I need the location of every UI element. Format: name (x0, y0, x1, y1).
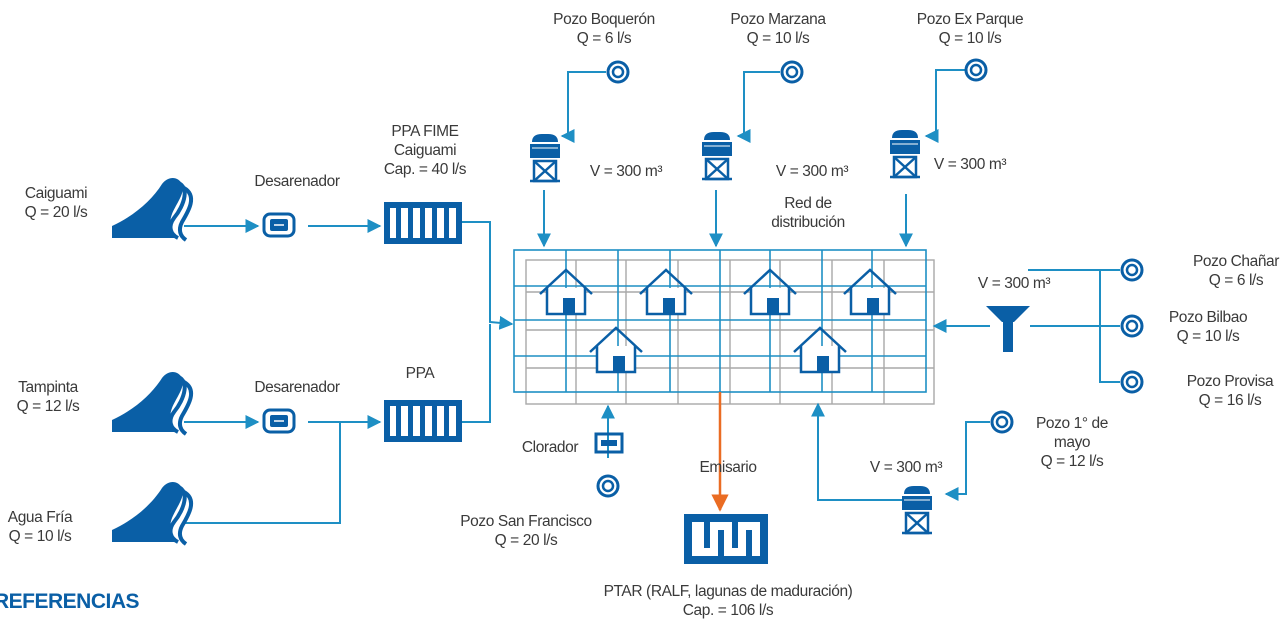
well-icon (1120, 314, 1144, 338)
desarenador-label-1: Desarenador (254, 173, 340, 190)
treatment-plant-icon (384, 202, 462, 244)
ppa-fime-label: PPA FIME Caiguami Cap. = 40 l/s (383, 123, 467, 178)
clorador-label: Clorador (521, 439, 579, 456)
ppa-label: PPA (405, 365, 435, 382)
river-icon (110, 176, 194, 242)
tank-volume-3: V = 300 m³ (933, 156, 1007, 173)
references-heading: REFERENCIAS (0, 590, 140, 613)
water-tower-icon (900, 484, 934, 535)
tank-volume-1: V = 300 m³ (589, 163, 663, 180)
treatment-plant-icon (384, 400, 462, 442)
river-icon (110, 480, 194, 546)
flow-lines (184, 69, 1120, 524)
emisario-label: Emisario (699, 459, 757, 476)
house-icon (842, 268, 898, 316)
chlorinator-icon (594, 432, 624, 454)
house-icon (792, 326, 848, 374)
well-icon (606, 60, 630, 84)
well-icon (780, 60, 804, 84)
tank-volume-2: V = 300 m³ (775, 163, 849, 180)
well-icon (596, 474, 620, 498)
desander-icon (262, 408, 296, 434)
house-icon (588, 326, 644, 374)
well-icon (964, 58, 988, 82)
well-icon (990, 410, 1014, 434)
desarenador-label-2: Desarenador (254, 379, 340, 396)
well-icon (1120, 258, 1144, 282)
elevated-tank-icon (986, 306, 1030, 352)
water-tower-icon (528, 132, 562, 183)
water-tower-icon (888, 128, 922, 179)
house-icon (638, 268, 694, 316)
tank-volume-4: V = 300 m³ (977, 275, 1051, 292)
river-icon (110, 370, 194, 436)
tank-volume-5: V = 300 m³ (869, 459, 943, 476)
desander-icon (262, 212, 296, 238)
ptar-icon (684, 514, 768, 564)
water-tower-icon (700, 130, 734, 181)
well-icon (1120, 370, 1144, 394)
ptar-label: PTAR (RALF, lagunas de maduración)Cap. =… (603, 583, 853, 619)
